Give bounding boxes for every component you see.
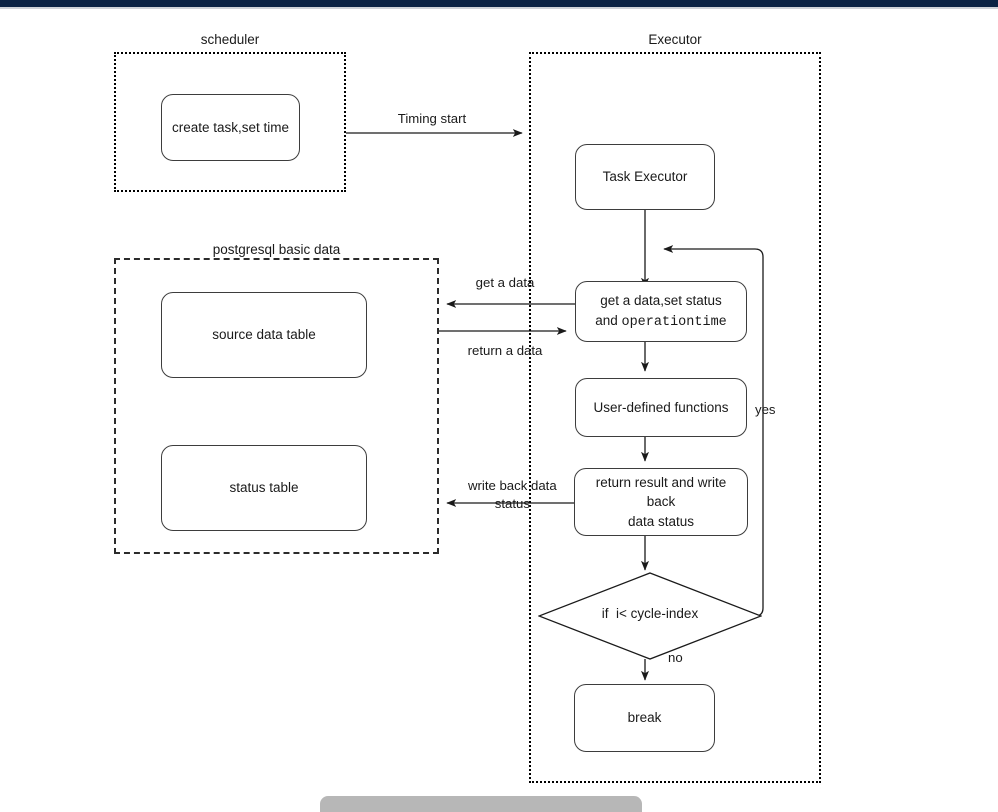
group-scheduler-title: scheduler bbox=[200, 32, 260, 47]
edge-label-write-back-line2: status bbox=[494, 495, 530, 511]
edge-label-get-a-data: get a data bbox=[475, 275, 535, 290]
node-return-result-text: return result and write back data status bbox=[583, 473, 739, 532]
edge-label-yes: yes bbox=[755, 402, 776, 417]
node-user-defined-functions[interactable]: User-defined functions bbox=[575, 378, 747, 437]
edge-label-write-back-line1: write back data bbox=[467, 477, 557, 493]
node-get-data-line1: get a data,set status bbox=[600, 292, 722, 308]
node-task-executor[interactable]: Task Executor bbox=[575, 144, 715, 210]
node-source-data-table-label: source data table bbox=[212, 327, 316, 343]
node-return-result-line2: data status bbox=[627, 513, 695, 529]
group-scheduler[interactable] bbox=[114, 52, 346, 192]
edge-label-no: no bbox=[668, 650, 683, 665]
app-title-bar bbox=[0, 0, 998, 7]
node-status-table-label: status table bbox=[229, 480, 299, 496]
group-postgresql-title: postgresql basic data bbox=[212, 242, 341, 257]
node-status-table[interactable]: status table bbox=[161, 445, 367, 531]
node-get-data-text: get a data,set status and operationtime bbox=[595, 291, 727, 332]
node-get-data-line2: and operationtime bbox=[595, 311, 727, 333]
edge-label-timing-start: Timing start bbox=[397, 111, 467, 126]
group-executor-title: Executor bbox=[648, 32, 702, 47]
bottom-toolbar[interactable] bbox=[320, 796, 642, 812]
edge-label-return-a-data: return a data bbox=[467, 343, 543, 358]
group-executor[interactable] bbox=[529, 52, 821, 783]
edge-label-write-back-status: write back data status bbox=[430, 459, 580, 530]
node-create-task-label: create task,set time bbox=[171, 119, 290, 135]
group-postgresql[interactable] bbox=[114, 258, 439, 554]
node-get-data-line2-prefix: and bbox=[595, 312, 622, 328]
node-break[interactable]: break bbox=[574, 684, 715, 752]
title-bar-divider bbox=[0, 7, 998, 9]
node-return-result-line1: return result and write back bbox=[595, 474, 727, 510]
diagram-canvas[interactable]: scheduler create task,set time postgresq… bbox=[0, 9, 998, 808]
node-break-label: break bbox=[627, 710, 662, 726]
node-task-executor-label: Task Executor bbox=[602, 169, 688, 185]
node-return-result[interactable]: return result and write back data status bbox=[574, 468, 748, 536]
node-get-data-operationtime: operationtime bbox=[621, 314, 727, 330]
node-create-task[interactable]: create task,set time bbox=[161, 94, 300, 161]
node-user-defined-functions-label: User-defined functions bbox=[593, 399, 729, 415]
node-get-data-set-status[interactable]: get a data,set status and operationtime bbox=[575, 281, 747, 342]
node-decision-shape[interactable] bbox=[538, 572, 762, 660]
node-source-data-table[interactable]: source data table bbox=[161, 292, 367, 378]
node-decision-label: if i< cycle-index bbox=[601, 606, 699, 621]
